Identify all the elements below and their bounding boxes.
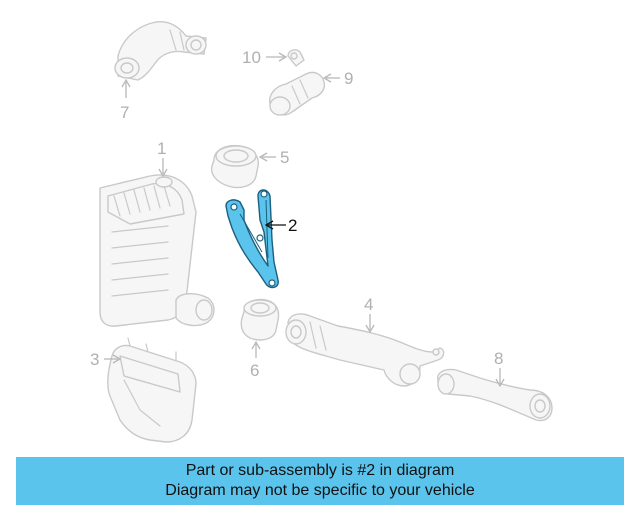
part-4-pipe[interactable] xyxy=(285,313,445,387)
callout-10: 10 xyxy=(242,48,288,67)
part-7-hose[interactable] xyxy=(114,21,207,81)
banner-line-disclaimer: Diagram may not be specific to your vehi… xyxy=(165,482,475,499)
callout-4: 4 xyxy=(364,295,375,334)
part-3-duct[interactable] xyxy=(107,337,197,443)
svg-text:4: 4 xyxy=(364,295,373,314)
callout-2: 2 xyxy=(264,216,297,235)
svg-text:8: 8 xyxy=(494,349,503,368)
callout-3: 3 xyxy=(90,350,122,369)
svg-text:2: 2 xyxy=(288,216,297,235)
banner-line-part-number: Part or sub-assembly is #2 in diagram xyxy=(185,462,455,479)
svg-text:7: 7 xyxy=(120,103,129,122)
svg-text:10: 10 xyxy=(242,48,261,67)
part-5-coupler[interactable] xyxy=(210,144,259,189)
callout-5: 5 xyxy=(258,148,289,167)
svg-text:5: 5 xyxy=(280,148,289,167)
callout-6: 6 xyxy=(250,340,261,380)
part-6-coupler[interactable] xyxy=(240,298,280,341)
info-banner: Part or sub-assembly is #2 in diagram Di… xyxy=(16,457,624,505)
svg-text:6: 6 xyxy=(250,361,259,380)
svg-text:3: 3 xyxy=(90,350,99,369)
callout-1: 1 xyxy=(157,139,168,178)
part-2-bracket[interactable] xyxy=(225,189,279,289)
callout-8: 8 xyxy=(494,349,505,388)
part-1-intercooler[interactable] xyxy=(99,174,215,327)
svg-text:9: 9 xyxy=(344,69,353,88)
part-9-hose[interactable] xyxy=(269,71,326,116)
svg-text:1: 1 xyxy=(157,139,166,158)
callout-7: 7 xyxy=(120,78,131,122)
parts-diagram: 7 9 10 5 xyxy=(90,21,553,443)
part-10-clamp[interactable] xyxy=(287,49,305,67)
part-8-hose[interactable] xyxy=(437,368,553,422)
callout-9: 9 xyxy=(322,69,353,88)
